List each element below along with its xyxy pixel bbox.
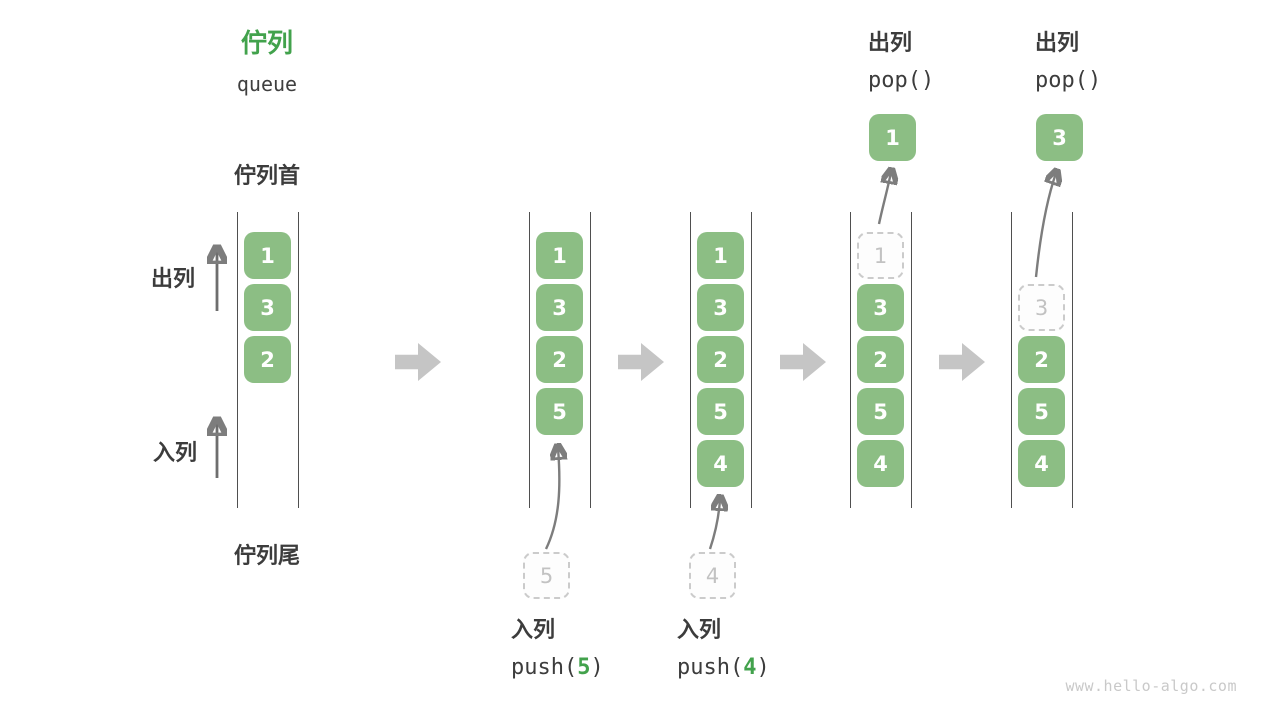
queue-item: 1: [536, 232, 583, 279]
queue-item: 1: [244, 232, 291, 279]
queue-item: 5: [1018, 388, 1065, 435]
dequeue-op-label: 出列 pop(): [868, 30, 934, 93]
queue-item: 5: [536, 388, 583, 435]
queue-item: 2: [857, 336, 904, 383]
queue-item: 5: [857, 388, 904, 435]
pop-code: pop(): [1035, 68, 1102, 93]
step-arrow: [939, 343, 985, 381]
queue-item: 4: [857, 440, 904, 487]
queue-item: 2: [536, 336, 583, 383]
queue-item: 2: [697, 336, 744, 383]
queue-item: 3: [857, 284, 904, 331]
watermark: www.hello-algo.com: [1065, 677, 1237, 695]
enqueue-op-text: 入列: [677, 618, 722, 643]
step-arrow: [395, 343, 441, 381]
queue-head-label: 佇列首: [233, 164, 300, 189]
dequeue-op-text: 出列: [868, 31, 913, 56]
dequeue-side-label: 出列: [151, 267, 196, 292]
push-code: push(4): [677, 655, 770, 680]
enqueue-op-label: 入列 push(5): [511, 617, 604, 680]
incoming-item: 5: [523, 552, 570, 599]
step-arrow: [618, 343, 664, 381]
popped-item: 3: [1036, 114, 1083, 161]
enqueue-op-label: 入列 push(4): [677, 617, 770, 680]
queue-column-lines: [850, 212, 912, 508]
queue-tail-label: 佇列尾: [233, 544, 300, 569]
queue-item-ghost: 3: [1018, 284, 1065, 331]
enqueue-op-text: 入列: [511, 618, 556, 643]
queue-item: 2: [244, 336, 291, 383]
enqueue-side-label: 入列: [153, 441, 198, 466]
push-code: push(5): [511, 655, 604, 680]
queue-item: 3: [536, 284, 583, 331]
queue-item: 5: [697, 388, 744, 435]
queue-item: 4: [697, 440, 744, 487]
popped-item: 1: [869, 114, 916, 161]
queue-item-ghost: 1: [857, 232, 904, 279]
dequeue-op-label: 出列 pop(): [1035, 30, 1101, 93]
pop-code: pop(): [868, 68, 935, 93]
dequeue-op-text: 出列: [1035, 31, 1080, 56]
queue-column-lines: [529, 212, 591, 508]
incoming-item: 4: [689, 552, 736, 599]
queue-column-lines: [690, 212, 752, 508]
queue-item: 4: [1018, 440, 1065, 487]
queue-item: 1: [697, 232, 744, 279]
step-arrow: [780, 343, 826, 381]
title-zh: 佇列: [240, 29, 293, 59]
queue-item: 3: [244, 284, 291, 331]
queue-column-lines: [1011, 212, 1073, 508]
diagram-title: 佇列 queue: [207, 30, 327, 96]
queue-item: 3: [697, 284, 744, 331]
title-en: queue: [236, 72, 298, 96]
queue-column-lines: [237, 212, 299, 508]
queue-item: 2: [1018, 336, 1065, 383]
